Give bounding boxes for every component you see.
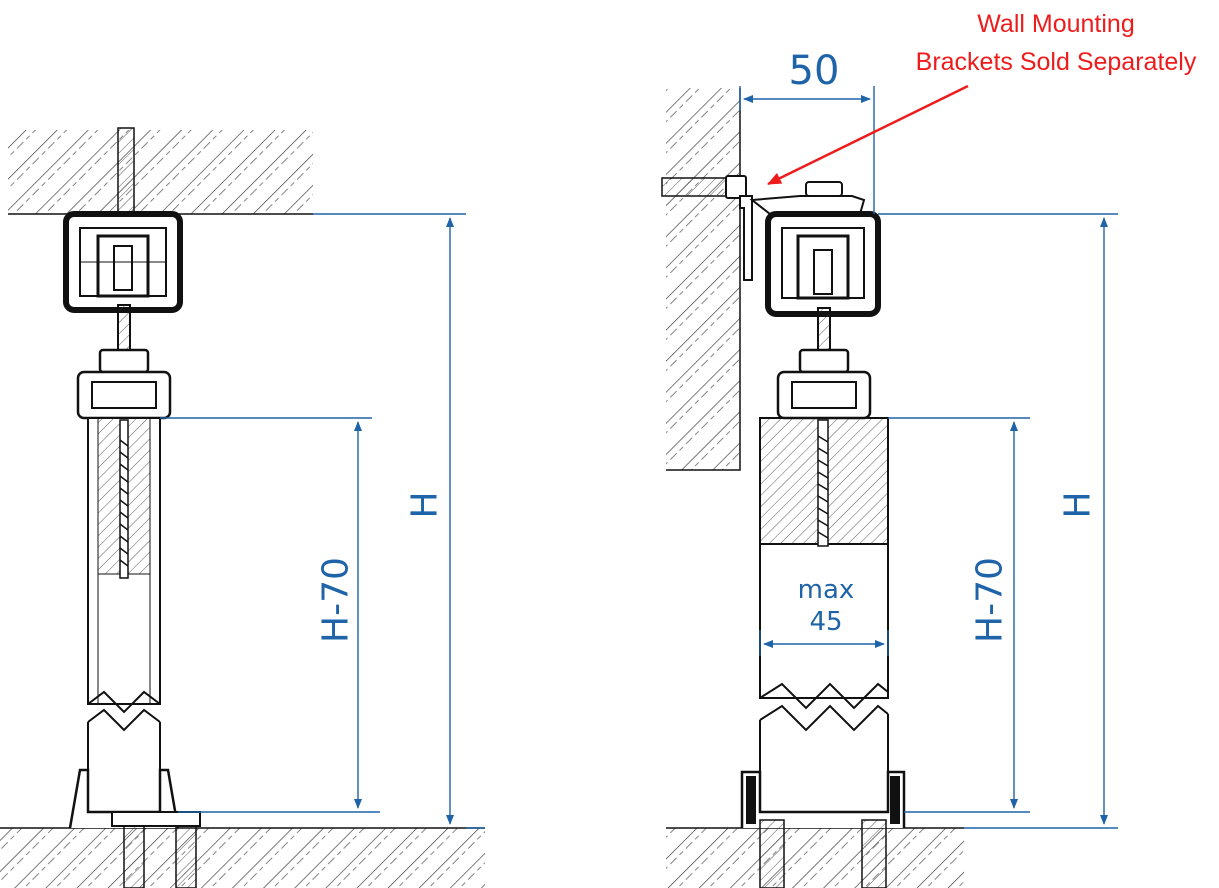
thickness-label-value: 45 — [809, 607, 842, 637]
left-ceiling-mount-view: H H-70 — [0, 127, 485, 888]
thickness-label-max: max — [798, 575, 855, 605]
right-door-panel — [759, 417, 889, 812]
right-floor-guide — [740, 770, 906, 888]
left-floor-guide — [68, 768, 201, 888]
left-dimension-lines — [160, 213, 485, 829]
right-door-height-label: H-70 — [970, 557, 1011, 643]
left-floor-hatch — [0, 828, 485, 888]
left-door-height-label: H-70 — [316, 557, 357, 643]
right-wall-mount-view: 50 H H-70 max 45 — [661, 48, 1118, 888]
annotation-line-1: Wall Mounting — [977, 10, 1134, 38]
right-floor-hatch — [666, 828, 964, 888]
right-track-profile — [765, 211, 881, 317]
wall-bracket-annotation: Wall Mounting Brackets Sold Separately — [767, 10, 1197, 186]
annotation-arrow — [767, 84, 969, 186]
left-track-profile — [63, 211, 183, 313]
left-height-label: H — [405, 491, 446, 518]
annotation-line-2: Brackets Sold Separately — [916, 48, 1197, 76]
right-offset-label: 50 — [789, 48, 840, 94]
right-door-clamp — [776, 370, 872, 420]
right-height-label: H — [1058, 491, 1099, 518]
left-door-clamp — [76, 370, 172, 420]
left-door-panel — [87, 417, 161, 828]
right-wall-hatch — [666, 88, 740, 470]
right-dimension-lines — [739, 86, 1118, 829]
left-ceiling-hatch — [8, 130, 313, 214]
